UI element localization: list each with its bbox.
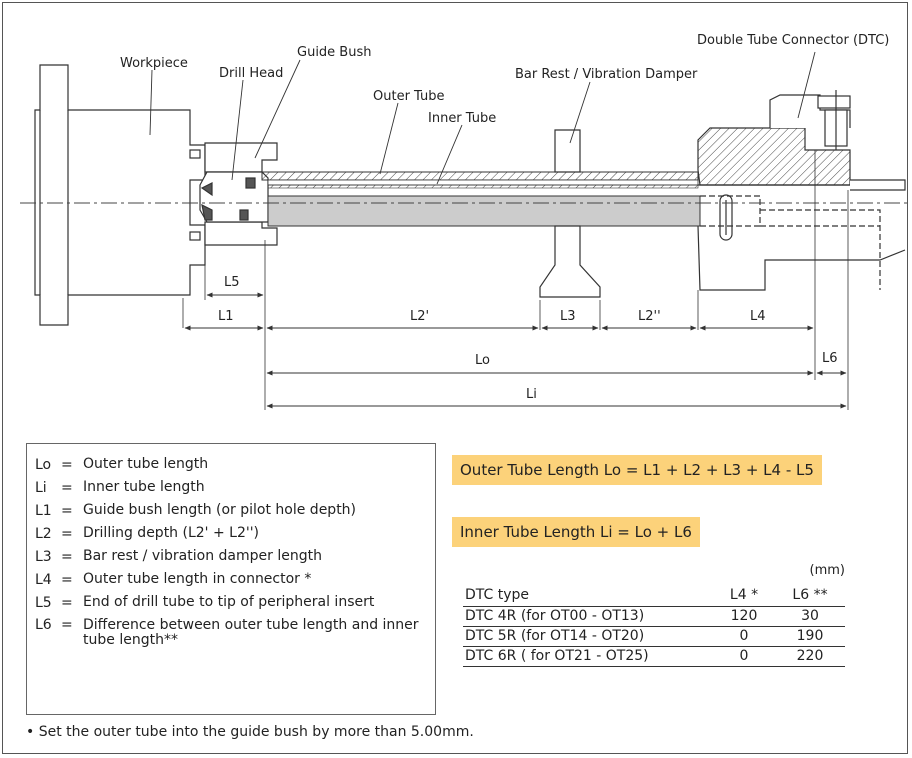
legend-text: Outer tube length [83, 456, 209, 472]
legend-symbol: L2 [35, 526, 52, 542]
legend-equals: = [61, 617, 73, 633]
label-outer-tube: Outer Tube [373, 89, 445, 104]
table-header-cell: DTC type [465, 587, 530, 603]
legend-equals: = [61, 457, 73, 473]
outer-tube-length-formula: Outer Tube Length Lo = L1 + L2 + L3 + L4… [452, 455, 822, 485]
legend-row: Li = Inner tube length [35, 477, 435, 499]
legend-equals: = [61, 572, 73, 588]
dim-label-l6: L6 [822, 351, 838, 366]
table-cell: DTC 6R ( for OT21 - OT25) [465, 648, 649, 664]
dtc-table: (mm) DTC type L4 * L6 ** DTC 4R (for OT0… [463, 560, 845, 667]
dim-label-lo: Lo [475, 353, 490, 368]
label-guide-bush: Guide Bush [297, 45, 371, 60]
drill-head-shape [199, 171, 269, 223]
legend-row: L1 = Guide bush length (or pilot hole de… [35, 500, 435, 522]
label-workpiece: Workpiece [120, 56, 188, 71]
dim-label-li: Li [526, 387, 537, 402]
legend-symbol: L5 [35, 595, 52, 611]
drilling-assembly-diagram: Workpiece Drill Head Guide Bush Outer Tu… [20, 33, 910, 410]
legend-equals: = [61, 503, 73, 519]
extension-lines [182, 150, 849, 410]
legend-text: End of drill tube to tip of peripheral i… [83, 594, 375, 610]
legend-row: L2 = Drilling depth (L2' + L2'') [35, 523, 435, 545]
legend-row: L5 = End of drill tube to tip of periphe… [35, 592, 435, 614]
dim-label-l3: L3 [560, 309, 576, 324]
legend-row: L6 = Difference between outer tube lengt… [35, 615, 435, 648]
table-cell: DTC 5R (for OT14 - OT20) [465, 628, 645, 644]
legend-symbol: L4 [35, 572, 52, 588]
table-cell: 190 [796, 628, 824, 644]
legend-box: Lo = Outer tube length Li = Inner tube l… [26, 443, 436, 715]
legend-text: Bar rest / vibration damper length [83, 548, 322, 564]
legend-equals: = [61, 549, 73, 565]
table-cell: 0 [739, 648, 749, 664]
label-drill-head: Drill Head [219, 66, 283, 81]
table-cell: DTC 4R (for OT00 - OT13) [465, 608, 645, 624]
legend-symbol: L3 [35, 549, 52, 565]
setup-note: • Set the outer tube into the guide bush… [26, 724, 474, 740]
legend-text: Inner tube length [83, 479, 205, 495]
legend-equals: = [61, 480, 73, 496]
inner-tube-length-formula: Inner Tube Length Li = Lo + L6 [452, 517, 700, 547]
dim-label-l2-prime: L2' [410, 309, 429, 324]
outer-tube-shape [261, 171, 701, 227]
table-cell: 30 [801, 608, 819, 624]
workpiece-shape [34, 64, 206, 326]
legend-text: Difference between outer tube length and… [83, 617, 419, 648]
bar-rest-shape [539, 129, 601, 298]
legend-equals: = [61, 526, 73, 542]
table-cell: 0 [739, 628, 749, 644]
dim-label-l1: L1 [218, 309, 234, 324]
label-bar-rest: Bar Rest / Vibration Damper [515, 67, 698, 82]
label-dtc: Double Tube Connector (DTC) [697, 33, 889, 48]
legend-symbol: Lo [35, 457, 52, 473]
table-row: DTC 4R (for OT00 - OT13) 120 30 [463, 607, 845, 627]
dim-label-l2-double-prime: L2'' [638, 309, 661, 324]
table-header-cell: L4 * [729, 587, 759, 603]
legend-equals: = [61, 595, 73, 611]
dim-label-l4: L4 [750, 309, 766, 324]
table-unit: (mm) [809, 563, 845, 578]
table-header-cell: L6 ** [792, 587, 828, 603]
table-row: DTC 6R ( for OT21 - OT25) 0 220 [463, 647, 845, 667]
label-inner-tube: Inner Tube [428, 111, 496, 126]
dim-label-l5: L5 [224, 275, 240, 290]
table-cell: 220 [796, 648, 824, 664]
legend-text: Drilling depth (L2' + L2'') [83, 525, 260, 541]
table-cell: 120 [730, 608, 758, 624]
legend-symbol: L6 [35, 617, 52, 633]
dimension-lines [184, 292, 847, 409]
legend-symbol: L1 [35, 503, 52, 519]
legend-text: Outer tube length in connector * [83, 571, 312, 587]
dtc-shape [697, 90, 906, 291]
table-header-row: DTC type L4 * L6 ** [463, 582, 845, 607]
legend-row: L3 = Bar rest / vibration damper length [35, 546, 435, 568]
legend-row: L4 = Outer tube length in connector * [35, 569, 435, 591]
table-row: DTC 5R (for OT14 - OT20) 0 190 [463, 627, 845, 647]
legend-text: Guide bush length (or pilot hole depth) [83, 502, 357, 518]
legend-symbol: Li [35, 480, 47, 496]
leader-lines [149, 51, 816, 185]
legend-row: Lo = Outer tube length [35, 454, 435, 476]
